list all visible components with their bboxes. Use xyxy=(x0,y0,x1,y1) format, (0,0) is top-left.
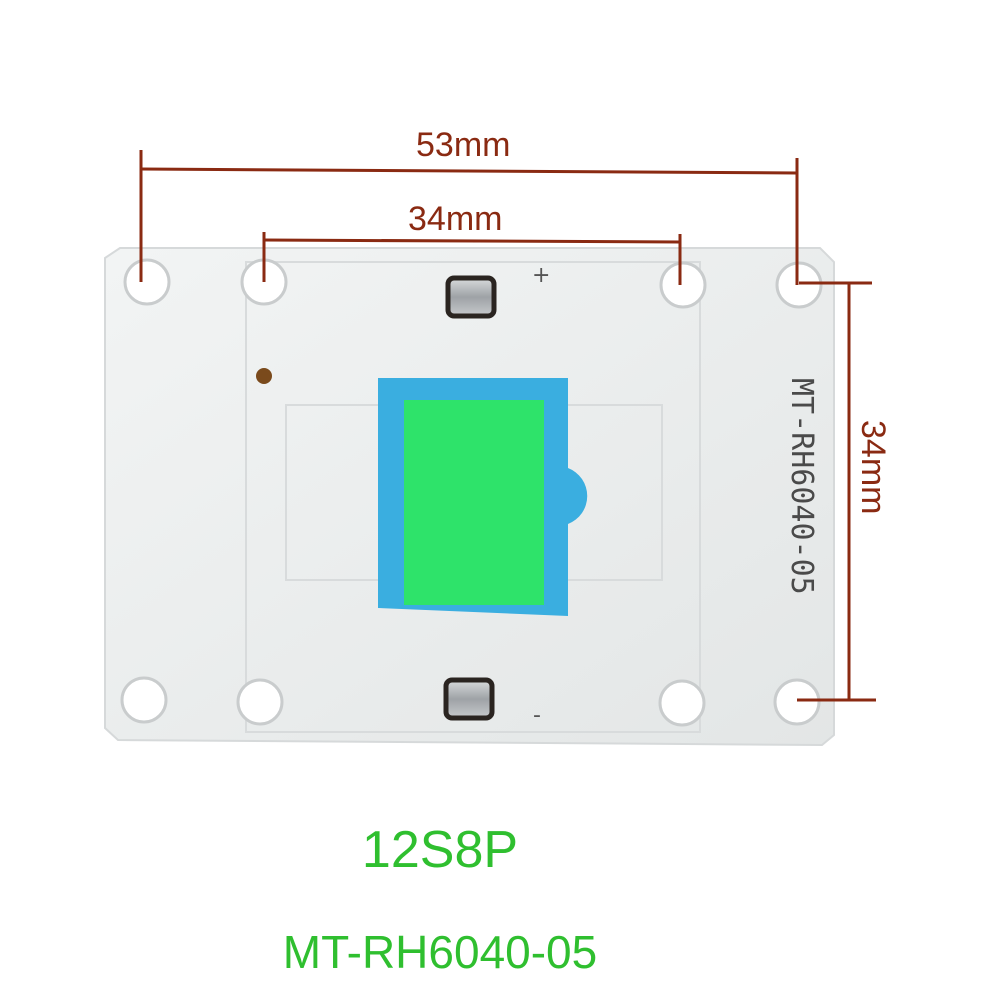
dimension-53mm xyxy=(139,150,799,285)
dimension-53mm-label: 53mm xyxy=(416,126,510,164)
configuration-caption: 12S8P xyxy=(361,821,519,879)
plus-mark: + xyxy=(532,263,550,288)
chip-phosphor-area xyxy=(404,400,544,605)
negative-solder-pad xyxy=(443,677,495,721)
minus-mark: - xyxy=(533,703,541,728)
mounting-hole xyxy=(775,261,823,309)
silkscreen-model-text: MT-RH6040-05 xyxy=(784,378,819,595)
fiducial-dot xyxy=(256,368,272,384)
mounting-hole xyxy=(120,676,168,724)
board-inner-outline xyxy=(245,261,701,733)
mounting-holes xyxy=(120,258,823,727)
led-chip xyxy=(378,378,588,616)
dimension-34mm-vertical xyxy=(797,281,876,702)
mounting-hole xyxy=(773,678,821,726)
model-caption: MT-RH6040-05 xyxy=(282,926,598,978)
dimension-34mm-horizontal xyxy=(262,232,682,285)
dimension-34mm-horizontal-label: 34mm xyxy=(408,200,502,238)
mounting-hole xyxy=(236,678,284,726)
mounting-hole xyxy=(658,679,706,727)
mounting-hole xyxy=(123,258,171,306)
mounting-hole xyxy=(659,261,707,309)
dimension-34mm-vertical-label: 34mm xyxy=(854,420,892,514)
positive-solder-pad xyxy=(445,275,497,319)
